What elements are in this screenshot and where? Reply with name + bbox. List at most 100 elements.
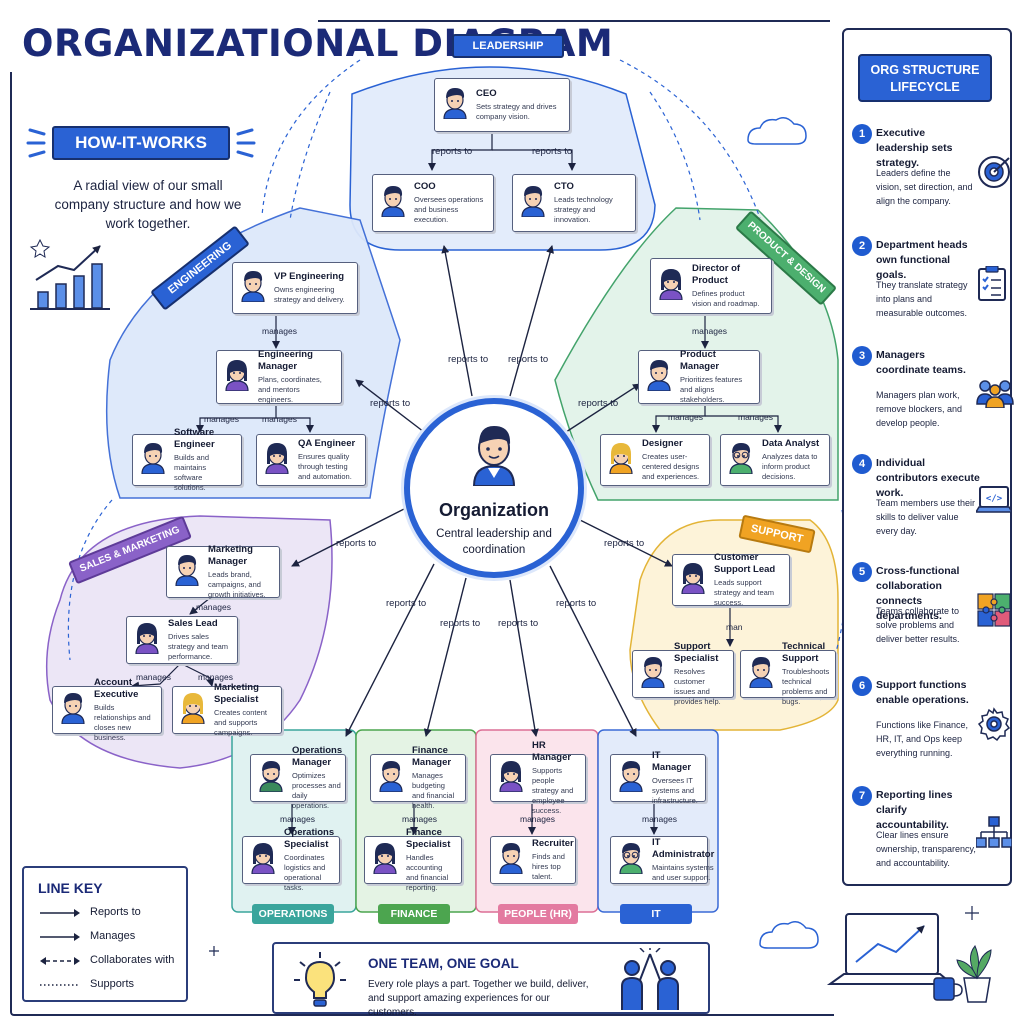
role-title: Marketing Manager — [208, 544, 253, 567]
person-avatar-icon — [617, 760, 645, 797]
key-row-supports: Supports — [38, 978, 188, 994]
step-title: Department heads own functional goals. — [876, 239, 968, 281]
laptop-chart-icon — [826, 913, 955, 985]
person-avatar-icon — [441, 87, 469, 124]
lightbulb-icon — [294, 952, 346, 1007]
role-card-fm: Finance Manager Manages budgeting and fi… — [370, 745, 466, 810]
step-title: Reporting lines clarify accountability. — [876, 789, 953, 831]
role-description: Creates user-centered designs and experi… — [642, 452, 700, 481]
manages-label: manages — [520, 814, 555, 824]
step-description: They translate strategy into plans and m… — [876, 280, 968, 318]
role-card-fs: Finance Specialist Handles accounting an… — [364, 827, 462, 892]
cloud-icon — [747, 117, 819, 949]
person-avatar-icon — [727, 442, 755, 479]
step-description: Team members use their skills to deliver… — [876, 498, 976, 536]
goal-box: ONE TEAM, ONE GOAL Every role plays a pa… — [272, 942, 710, 1018]
role-card-itm: IT Manager Oversees IT systems and infra… — [610, 750, 706, 805]
role-title: Designer — [642, 438, 683, 449]
organization-hub: Organization Central leadership and coor… — [404, 398, 584, 578]
manages-label: manages — [402, 814, 437, 824]
step-description: Leaders define the vision, set direction… — [876, 168, 973, 206]
role-card-hrm: HR Manager Supports people strategy and … — [490, 740, 586, 815]
role-title: CEO — [476, 88, 497, 99]
it-tag: IT — [620, 904, 692, 924]
growth-chart-icon — [29, 238, 110, 310]
role-title: Finance Specialist — [406, 827, 451, 850]
role-card-ita: IT Administrator Maintains systems and u… — [610, 836, 714, 884]
step-description: Managers plan work, remove blockers, and… — [876, 390, 963, 428]
role-title: Support Specialist — [674, 641, 719, 664]
lifecycle-step-1: 1 Executive leadership sets strategy. Le… — [852, 124, 1012, 224]
role-title: Technical Support — [782, 641, 826, 664]
role-card-ceo: CEO Sets strategy and drives company vis… — [434, 78, 570, 132]
manages-label: manages — [196, 602, 231, 612]
role-card-ae: Account Executive Builds relationships a… — [52, 677, 162, 742]
role-title: HR Manager — [532, 740, 572, 763]
dotted-line-icon — [40, 984, 80, 986]
role-description: Ensures quality through testing and auto… — [298, 452, 352, 481]
reports-to-label: reports to — [386, 598, 427, 609]
step-number: 6 — [852, 676, 872, 696]
role-title: Account Executive — [94, 677, 139, 700]
checklist-icon — [976, 265, 1008, 307]
manages-label: manages — [262, 414, 297, 424]
role-title: Operations Manager — [292, 745, 343, 768]
double-dashed-arrow-icon — [40, 957, 80, 965]
role-description: Sets strategy and drives company vision. — [476, 102, 557, 121]
sparkle-icon — [209, 906, 979, 956]
person-avatar-icon — [223, 359, 251, 396]
role-description: Oversees IT systems and infrastructure. — [652, 776, 698, 805]
step-number: 2 — [852, 236, 872, 256]
step-title: Support functions enable operations. — [876, 679, 969, 706]
step-title: Executive leadership sets strategy. — [876, 127, 953, 169]
lifecycle-step-5: 5 Cross-functional collaboration connect… — [852, 562, 1012, 662]
role-title: Customer Support Lead — [714, 552, 776, 575]
person-avatar-icon — [239, 270, 267, 307]
role-title: Director of Product — [692, 263, 741, 286]
role-card-csl: Customer Support Lead Leads support stra… — [672, 552, 790, 607]
role-title: Recruiter — [532, 838, 574, 849]
manages-label: manages — [668, 412, 703, 422]
role-description: Resolves customer issues and provides he… — [674, 667, 721, 706]
person-avatar-icon — [657, 268, 685, 305]
role-title: QA Engineer — [298, 438, 356, 449]
badge-decoration — [26, 128, 256, 158]
role-title: CTO — [554, 181, 574, 192]
reports-to-label: reports to — [440, 618, 481, 629]
role-description: Coordinates logistics and operational ta… — [284, 853, 326, 892]
manages-label: man — [726, 622, 743, 632]
person-avatar-icon — [607, 442, 635, 479]
role-title: VP Engineering — [274, 271, 345, 282]
person-avatar-icon — [497, 760, 525, 797]
role-description: Manages budgeting and financial health. — [412, 771, 455, 810]
reports-to-label: reports to — [578, 398, 619, 409]
role-card-ms: Marketing Specialist Creates content and… — [172, 682, 282, 737]
step-title: Managers coordinate teams. — [876, 349, 966, 376]
person-avatar-icon — [379, 185, 407, 222]
solid-arrow-icon — [40, 933, 80, 941]
role-card-ts: Technical Support Troubleshoots technica… — [740, 641, 836, 706]
lifecycle-step-4: 4 Individual contributors execute work. … — [852, 454, 1014, 554]
key-row-manages: Manages — [38, 930, 188, 946]
role-title: Finance Manager — [412, 745, 452, 768]
manages-label: manages — [204, 414, 239, 424]
key-row-reports-to: Reports to — [38, 906, 188, 922]
manages-label: manages — [280, 814, 315, 824]
role-title: Software Engineer — [174, 427, 215, 450]
role-title: Data Analyst — [762, 438, 820, 449]
svg-text:</>: </> — [986, 494, 1003, 504]
role-title: Operations Specialist — [284, 827, 335, 850]
key-label: Supports — [90, 978, 135, 990]
role-description: Analyzes data to inform product decision… — [762, 452, 818, 481]
step-description: Clear lines ensure ownership, transparen… — [876, 830, 976, 868]
manages-label: manages — [198, 672, 233, 682]
role-title: Product Manager — [680, 349, 720, 372]
manages-lines — [131, 132, 782, 835]
lifecycle-panel: ORG STRUCTURE LIFECYCLE 1 Executive lead… — [842, 28, 1014, 886]
hierarchy-icon — [975, 816, 1013, 855]
key-row-collaborates: Collaborates with — [38, 954, 188, 970]
role-card-swe: Software Engineer Builds and maintains s… — [132, 427, 242, 492]
role-card-cto: CTO Leads technology strategy and innova… — [512, 174, 636, 232]
manages-label: manages — [262, 326, 297, 336]
step-description: Teams collaborate to solve problems and … — [876, 606, 960, 644]
